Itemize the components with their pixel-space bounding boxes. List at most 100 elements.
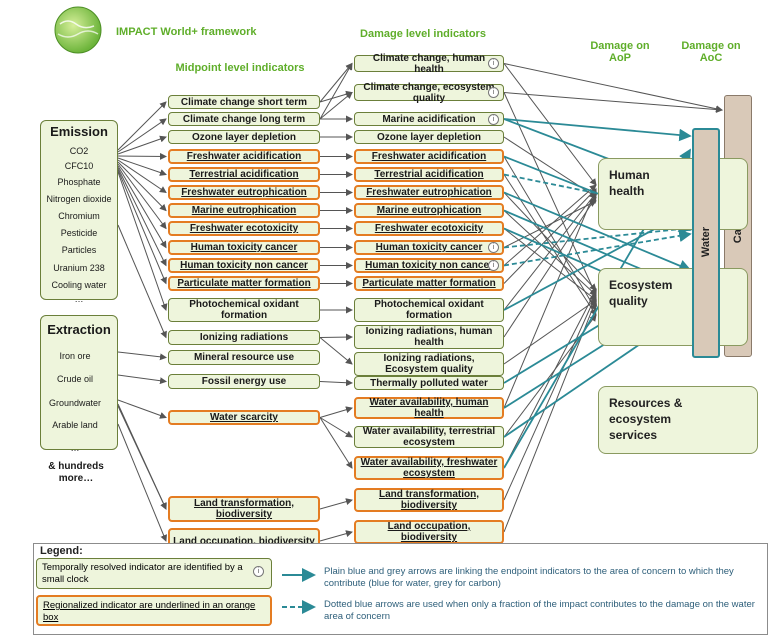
damage-ecosystem-arrow xyxy=(503,299,597,365)
midpoint-freshwater-ecotoxicity-label: Freshwater ecotoxicity xyxy=(189,223,299,234)
midpoint-damage-arrow xyxy=(319,90,353,103)
midpoint-freshwater-eutrophication-label: Freshwater eutrophication xyxy=(181,187,307,198)
damage-freshwater-eutrophication-label: Freshwater eutrophication xyxy=(366,187,492,198)
midpoint-damage-arrow xyxy=(319,417,353,469)
damage-land-transformation-biodiversity: Land transformation, biodiversity xyxy=(354,488,504,512)
damage-freshwater-eutrophication: Freshwater eutrophication xyxy=(354,185,504,200)
emission-item: Cooling water xyxy=(51,280,107,290)
damage-land-transformation-biodiversity-label: Land transformation, biodiversity xyxy=(378,489,479,511)
damage-water-availability-freshwater-ecosystem: Water availability, freshwater ecosystem xyxy=(354,456,504,480)
extraction-arrow xyxy=(117,405,167,510)
midpoint-human-toxicity-cancer-label: Human toxicity cancer xyxy=(190,242,298,253)
damage-human-health-arrow xyxy=(503,188,597,284)
aoc-header: Damage on AoC xyxy=(681,40,741,64)
damage-marine-eutrophication: Marine eutrophication xyxy=(354,203,504,218)
midpoint-damage-arrow xyxy=(319,62,353,120)
midpoint-human-toxicity-cancer: Human toxicity cancer xyxy=(168,240,320,255)
damage-photochemical-oxidant-formation-label: Photochemical oxidant formation xyxy=(374,299,484,321)
midpoint-fossil-energy-use: Fossil energy use xyxy=(168,374,320,389)
extraction-arrow xyxy=(117,351,167,361)
damage-climate-change-human-health-label: Climate change, human health xyxy=(372,52,486,75)
aop-human-health: Human health xyxy=(598,158,748,230)
damage-marine-acidification-label: Marine acidification xyxy=(382,113,476,125)
aop-header: Damage on AoP xyxy=(590,40,650,64)
clock-icon: i xyxy=(488,242,499,253)
aop-resources: Resources & ecosystem services xyxy=(598,386,758,454)
damage-water-availability-human-health: Water availability, human health xyxy=(354,397,504,419)
legend-regional-box: Regionalized indicator are underlined in… xyxy=(36,595,272,626)
damage-human-health-arrow xyxy=(503,200,597,248)
damage-climate-change-ecosystem-quality: Climate change, ecosystem quality xyxy=(354,81,504,104)
extraction-item: Arable land xyxy=(52,420,98,430)
legend-clock-text: Temporally resolved indicator are identi… xyxy=(42,562,243,585)
clock-icon: i xyxy=(488,113,499,125)
legend-plain-text: Plain blue and grey arrows are linking t… xyxy=(324,566,734,589)
emission-item: Particles xyxy=(61,245,97,255)
damage-terrestrial-acidification: Terrestrial acidification xyxy=(354,167,504,182)
extraction-item: & hundreds more… xyxy=(48,461,104,484)
clock-icon: i xyxy=(488,260,499,271)
midpoint-mineral-resource-use-label: Mineral resource use xyxy=(193,352,295,363)
legend-title: Legend: xyxy=(40,545,83,557)
damage-ecosystem-arrow xyxy=(503,210,597,296)
emission-item: Pesticide xyxy=(60,228,98,238)
extraction-arrow xyxy=(117,374,167,385)
water-label: Water xyxy=(700,226,712,258)
damage-human-health-arrow xyxy=(503,192,597,311)
emission-arrow xyxy=(117,165,167,249)
emission-item: CFC10 xyxy=(64,161,94,171)
emission-item: Nitrogen dioxide xyxy=(46,194,112,204)
midpoint-climate-change-long-term-label: Climate change long term xyxy=(182,113,306,125)
midpoint-damage-arrow xyxy=(319,498,353,510)
midpoint-particulate-matter-formation-label: Particulate matter formation xyxy=(177,278,311,289)
legend-regional-text: Regionalized indicator are underlined in… xyxy=(43,600,256,623)
damage-land-occupation-biodiversity-label: Land occupation, biodiversity xyxy=(387,521,471,543)
damage-water-dotted-arrow xyxy=(503,222,692,249)
damage-carbon-arrow xyxy=(503,92,723,114)
midpoint-marine-eutrophication-label: Marine eutrophication xyxy=(191,205,297,216)
midpoint-damage-arrow xyxy=(319,417,353,438)
extraction-item: Groundwater xyxy=(48,398,102,408)
aop-ecosystem-quality-label: Ecosystem quality xyxy=(609,278,673,308)
emission-arrow xyxy=(117,169,167,285)
midpoint-climate-change-short-term: Climate change short term xyxy=(168,95,320,109)
emission-item: … xyxy=(74,294,84,304)
damage-human-toxicity-non-cancer-label: Human toxicity non cancer xyxy=(365,260,493,271)
damage-water-arrow xyxy=(503,118,692,142)
damage-human-health-arrow xyxy=(503,196,597,338)
damage-freshwater-acidification: Freshwater acidification xyxy=(354,149,504,164)
emission-title: Emission xyxy=(50,124,108,139)
damage-freshwater-acidification-label: Freshwater acidification xyxy=(371,151,487,162)
damage-water-availability-freshwater-ecosystem-label: Water availability, freshwater ecosystem xyxy=(360,457,498,479)
midpoint-fossil-energy-use-label: Fossil energy use xyxy=(201,376,287,387)
emission-arrow xyxy=(117,152,167,160)
emission-item: Uranium 238 xyxy=(53,263,105,273)
damage-particulate-matter-formation: Particulate matter formation xyxy=(354,276,504,291)
midpoint-human-toxicity-non-cancer: Human toxicity non cancer xyxy=(168,258,320,273)
clock-icon: i xyxy=(488,87,499,98)
midpoint-particulate-matter-formation: Particulate matter formation xyxy=(168,276,320,291)
damage-ionizing-radiations-human-health-label: Ionizing radiations, human health xyxy=(365,326,493,348)
midpoint-photochemical-oxidant-formation-label: Photochemical oxidant formation xyxy=(189,299,299,321)
midpoint-freshwater-eutrophication: Freshwater eutrophication xyxy=(168,185,320,200)
damage-ionizing-radiations-human-health: Ionizing radiations, human health xyxy=(354,325,504,349)
damage-ecosystem-arrow xyxy=(503,156,597,311)
extraction-title: Extraction xyxy=(47,322,111,337)
damage-land-occupation-biodiversity: Land occupation, biodiversity xyxy=(354,520,504,544)
midpoint-human-toxicity-non-cancer-label: Human toxicity non cancer xyxy=(180,260,308,271)
damage-water-availability-terrestrial-ecosystem: Water availability, terrestrial ecosyste… xyxy=(354,426,504,448)
damage-marine-eutrophication-label: Marine eutrophication xyxy=(376,205,482,216)
midpoint-mineral-resource-use: Mineral resource use xyxy=(168,350,320,365)
damage-marine-acidification: Marine acidification xyxy=(354,112,504,126)
aop-ecosystem-quality: Ecosystem quality xyxy=(598,268,748,346)
midpoint-climate-change-short-term-label: Climate change short term xyxy=(180,96,308,108)
emission-item: Chromium xyxy=(58,211,100,221)
damage-ecosystem-arrow xyxy=(503,192,597,291)
midpoint-freshwater-acidification: Freshwater acidification xyxy=(168,149,320,164)
damage-ozone-layer-depletion-label: Ozone layer depletion xyxy=(377,131,481,143)
damage-climate-change-ecosystem-quality-label: Climate change, ecosystem quality xyxy=(363,81,495,104)
damage-ecosystem-arrow xyxy=(503,294,597,501)
emission-box xyxy=(40,120,118,300)
midpoint-header: Midpoint level indicators xyxy=(175,62,305,74)
damage-human-health-arrow xyxy=(503,188,597,409)
